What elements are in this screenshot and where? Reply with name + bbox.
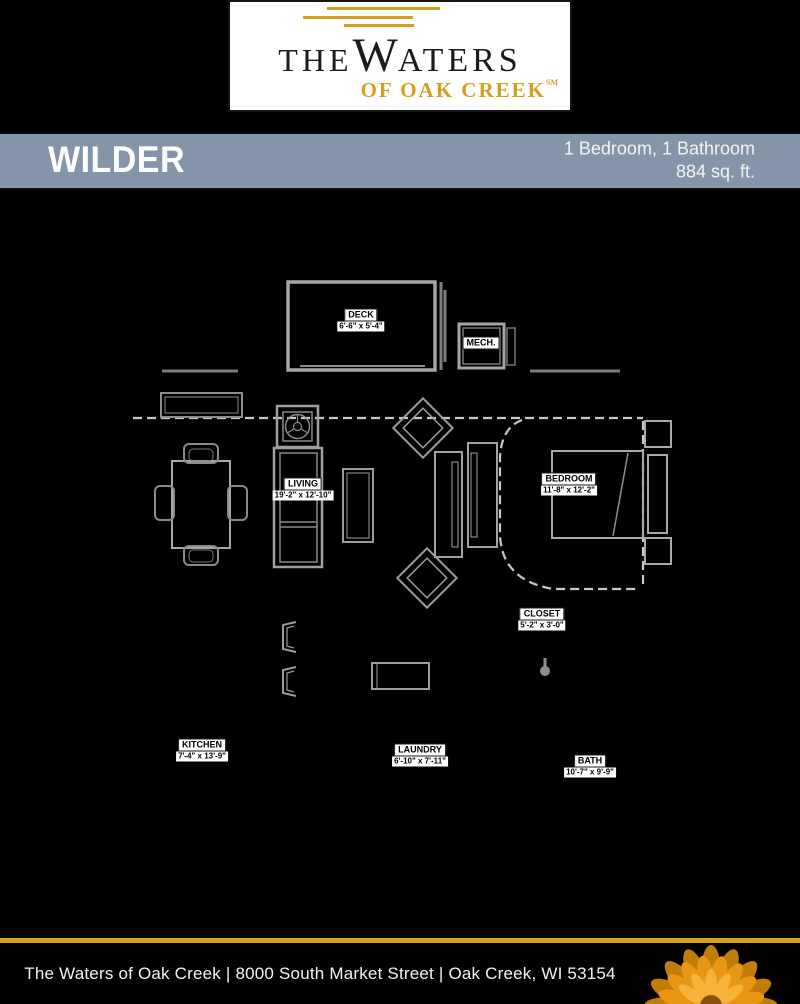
- room-label-kitchen: KITCHEN 7'-4" x 13'-9": [176, 738, 228, 762]
- room-name: LIVING: [283, 477, 323, 491]
- footer-address: The Waters of Oak Creek | 8000 South Mar…: [24, 963, 616, 983]
- room-name: BEDROOM: [541, 472, 597, 486]
- brand-name: THEWATERS: [230, 32, 570, 80]
- room-dims: 19'-2" x 12'-10": [272, 490, 334, 501]
- gold-divider: [0, 938, 800, 943]
- room-name: CLOSET: [519, 607, 565, 621]
- room-dims: 6'-10" x 7'-11": [392, 756, 448, 767]
- room-label-deck: DECK 6'-6" x 5'-4": [337, 308, 385, 332]
- service-mark: SM: [546, 78, 558, 87]
- wall-segments: [162, 282, 620, 373]
- window-seat: [160, 392, 243, 418]
- dining-set: [154, 443, 248, 566]
- room-label-laundry: LAUNDRY 6'-10" x 7'-11": [392, 743, 448, 767]
- room-name: DECK: [344, 308, 378, 322]
- room-dims: 5'-2" x 3'-0": [518, 620, 566, 631]
- floor-plan: DECK 6'-6" x 5'-4" MECH. LIVING 19'-2" x…: [0, 190, 800, 938]
- plan-name: WILDER: [48, 139, 186, 181]
- laundry-appliance: [371, 662, 430, 690]
- room-dims: 10'-7" x 9'-9": [564, 767, 616, 778]
- deck-walls: [286, 280, 437, 372]
- accent-chair: [391, 396, 455, 460]
- footer: The Waters of Oak Creek | 8000 South Mar…: [0, 938, 800, 1004]
- gold-accent-line: [344, 24, 414, 27]
- room-dims: 11'-8" x 12'-2": [541, 485, 597, 496]
- accent-chair: [395, 546, 459, 610]
- plan-area-sqft: 884 sq. ft.: [675, 162, 755, 182]
- brand-logo: THEWATERS OF OAK CREEKSM: [228, 0, 572, 112]
- floor-plan-drawing: [133, 280, 672, 697]
- room-dims: 6'-6" x 5'-4": [337, 321, 385, 332]
- counter-stools: [282, 621, 297, 697]
- gold-accent-line: [303, 16, 413, 19]
- room-label-bedroom: BEDROOM 11'-8" x 12'-2": [541, 472, 597, 496]
- room-name: BATH: [573, 754, 607, 768]
- kitchen-fixtures: [272, 404, 324, 569]
- sofa: [434, 442, 498, 558]
- brand-name-aters: ATERS: [397, 42, 522, 79]
- flower-center: [700, 995, 722, 1004]
- door-symbol: [540, 658, 550, 676]
- room-name: KITCHEN: [177, 738, 226, 752]
- plan-bed-bath: 1 Bedroom, 1 Bathroom: [563, 138, 755, 159]
- plan-title-bar: WILDER 1 Bedroom, 1 Bathroom 884 sq. ft.: [0, 132, 800, 190]
- plan-specs: 1 Bedroom, 1 Bathroom 884 sq. ft.: [564, 138, 755, 185]
- room-label-bath: BATH 10'-7" x 9'-9": [564, 754, 616, 778]
- brand-name-the: THE: [278, 42, 353, 78]
- room-label-living: LIVING 19'-2" x 12'-10": [272, 477, 334, 501]
- room-name: LAUNDRY: [394, 743, 446, 757]
- brand-subtitle: OF OAK CREEKSM: [361, 78, 558, 103]
- room-dims: 7'-4" x 13'-9": [176, 751, 228, 762]
- brand-name-w: W: [352, 29, 398, 82]
- gold-accent-line: [327, 7, 440, 10]
- brand-subtitle-text: OF OAK CREEK: [360, 78, 546, 102]
- room-name: MECH.: [462, 336, 500, 350]
- address-container: The Waters of Oak Creek | 8000 South Mar…: [0, 943, 640, 1004]
- room-label-closet: CLOSET 5'-2" x 3'-0": [518, 607, 566, 631]
- room-label-mech: MECH.: [462, 336, 500, 350]
- console-table: [342, 468, 374, 543]
- flower-photo: [643, 945, 779, 1004]
